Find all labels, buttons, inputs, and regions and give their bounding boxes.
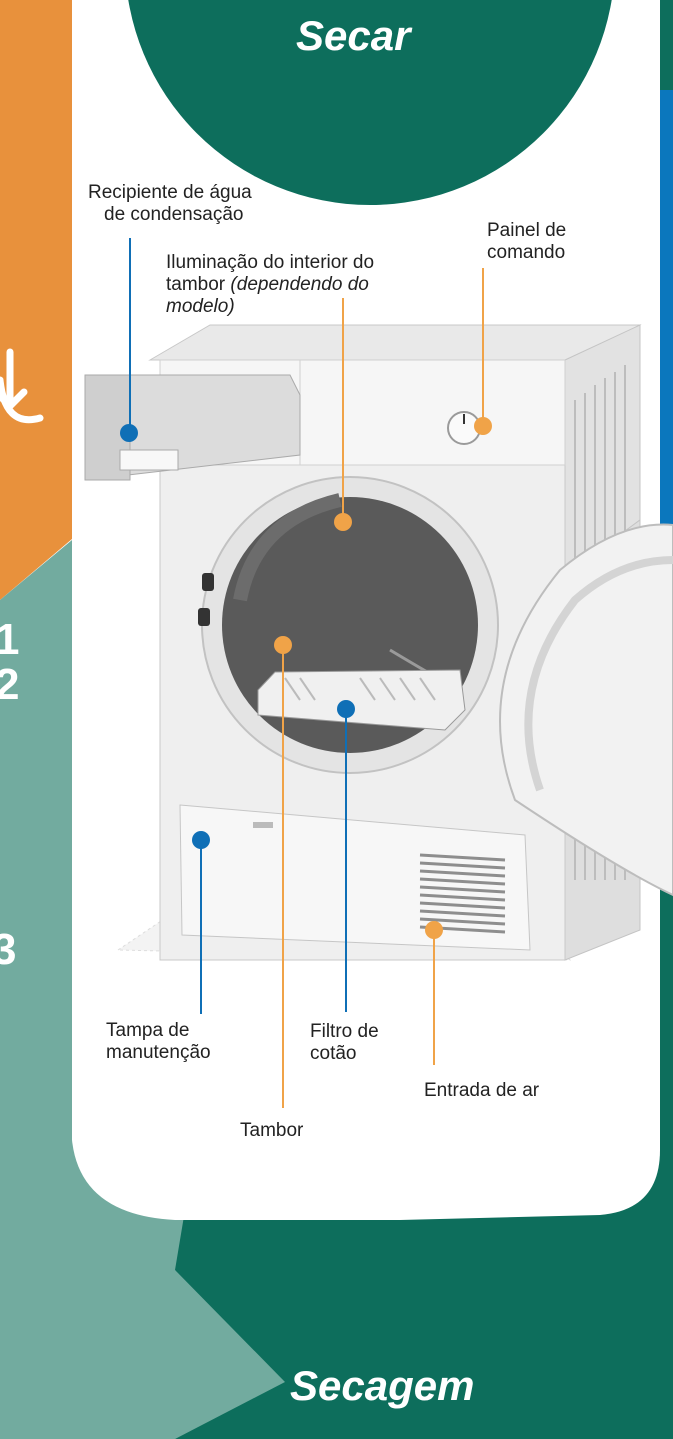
dot-lint-filter bbox=[337, 700, 355, 718]
header-title: Secar bbox=[296, 12, 410, 60]
dot-drum-light bbox=[334, 513, 352, 531]
dot-drum bbox=[274, 636, 292, 654]
label-drum-light: Iluminação do interior do tambor (depend… bbox=[166, 252, 374, 318]
dot-maintenance-cover bbox=[192, 831, 210, 849]
step-number-1: 1 bbox=[0, 615, 19, 665]
step-number-3: 3 bbox=[0, 925, 16, 975]
label-maintenance-cover: Tampa de manutenção bbox=[106, 1020, 211, 1064]
label-air-inlet: Entrada de ar bbox=[424, 1080, 539, 1102]
label-control-panel: Painel de comando bbox=[487, 220, 566, 264]
footer-title: Secagem bbox=[290, 1362, 474, 1410]
dot-control-panel bbox=[474, 417, 492, 435]
dot-water-container bbox=[120, 424, 138, 442]
label-lint-filter: Filtro de cotão bbox=[310, 1021, 379, 1065]
step-number-2: 2 bbox=[0, 660, 19, 710]
dryer-top bbox=[150, 325, 640, 360]
dot-air-inlet bbox=[425, 921, 443, 939]
label-drum: Tambor bbox=[240, 1120, 303, 1142]
label-water-container: Recipiente de água de condensação bbox=[88, 182, 252, 226]
